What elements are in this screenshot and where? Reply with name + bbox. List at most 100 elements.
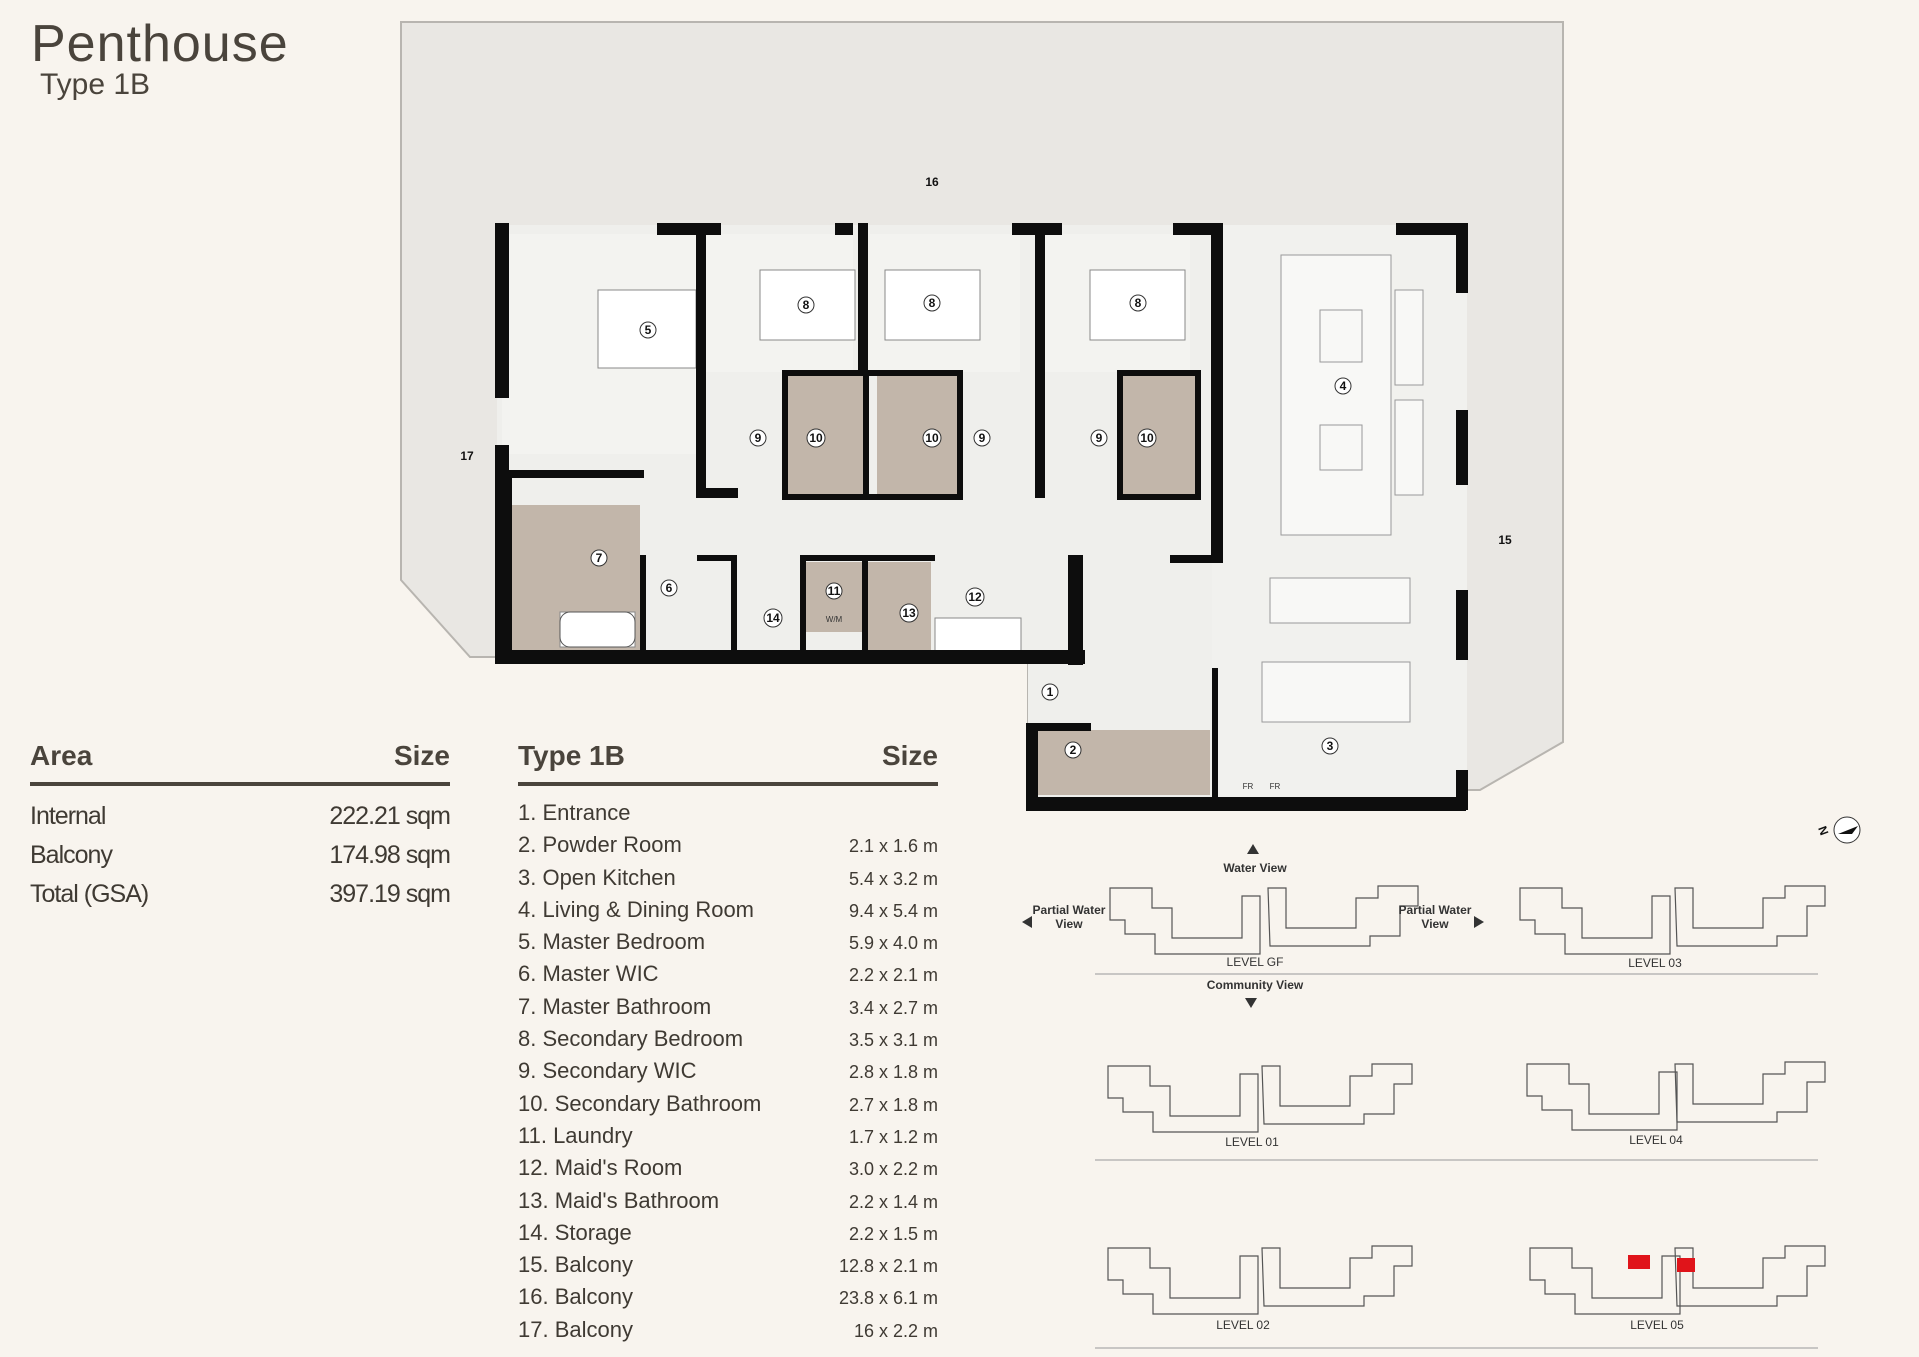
room-size: 3.0 x 2.2 m (848, 1159, 938, 1180)
room-size: 2.2 x 1.4 m (848, 1191, 938, 1212)
list-item: 13. Maid's Bathroom 2.2 x 1.4 m (518, 1188, 938, 1220)
community-view-label: Community View (1206, 978, 1304, 992)
level-05-label: LEVEL 05 (1630, 1318, 1684, 1332)
room-size: 9.4 x 5.4 m (848, 900, 938, 921)
plan-label: 15 (1498, 533, 1512, 547)
list-item: 14. Storage 2.2 x 1.5 m (518, 1220, 938, 1252)
room-name: 11. Laundry (518, 1122, 633, 1148)
room-size: 2.2 x 1.5 m (848, 1223, 938, 1244)
plan-label: 8 (1135, 296, 1142, 310)
plan-label: 9 (979, 431, 986, 445)
plan-label: 11 (828, 584, 841, 598)
room-name: 7. Master Bathroom (518, 993, 712, 1019)
area-header-label: Area (30, 740, 93, 771)
list-item: 17. Balcony 16 x 2.2 m (518, 1317, 938, 1349)
plan-label: 6 (666, 581, 673, 595)
room-size: 23.8 x 6.1 m (838, 1288, 938, 1309)
level-04-label: LEVEL 04 (1629, 1133, 1683, 1147)
room-name: 3. Open Kitchen (518, 864, 676, 890)
plan-label: 8 (803, 298, 810, 312)
fridge-label: FR (1243, 782, 1254, 791)
plan-label: 8 (929, 296, 936, 310)
list-item: 7. Master Bathroom 3.4 x 2.7 m (518, 994, 938, 1026)
table-row: Total (GSA) 397.19 sqm (30, 880, 451, 919)
plan-label: 9 (755, 431, 762, 445)
list-item: 9. Secondary WIC 2.8 x 1.8 m (518, 1058, 938, 1090)
row-label: Total (GSA) (30, 880, 149, 908)
list-item: 5. Master Bedroom 5.9 x 4.0 m (518, 929, 938, 961)
room-size-table: Type 1B Size 1. Entrance 2. Powder Room 2… (518, 740, 938, 1349)
list-item: 8. Secondary Bedroom 3.5 x 3.1 m (518, 1026, 938, 1058)
room-name: 8. Secondary Bedroom (518, 1026, 744, 1052)
room-name: 14. Storage (518, 1219, 632, 1245)
room-name: 2. Powder Room (518, 832, 682, 858)
water-view-label: Water View (1223, 861, 1287, 875)
room-name: 6. Master WIC (518, 961, 659, 987)
list-item: 4. Living & Dining Room 9.4 x 5.4 m (518, 897, 938, 929)
plan-label: 2 (1070, 743, 1077, 757)
plan-label: 7 (596, 551, 603, 565)
room-size: 2.7 x 1.8 m (848, 1094, 938, 1115)
partial-water-view-right-label: Partial Water View (1398, 903, 1472, 931)
north-label: N (1815, 824, 1831, 837)
plan-label: 9 (1096, 431, 1103, 445)
room-size: 3.4 x 2.7 m (848, 997, 938, 1018)
bathroom-10c (1121, 372, 1195, 495)
row-value: 222.21 sqm (329, 802, 451, 830)
level-02-label: LEVEL 02 (1216, 1318, 1270, 1332)
table-row: Balcony 174.98 sqm (30, 841, 451, 880)
plan-label: 16 (925, 175, 939, 189)
room-name: 12. Maid's Room (518, 1155, 683, 1181)
room-name: 10. Secondary Bathroom (518, 1090, 762, 1116)
partial-water-view-left-label: Partial Water View (1032, 903, 1106, 931)
size-header-label: Size (881, 740, 938, 771)
room-size: 3.5 x 3.1 m (848, 1030, 938, 1051)
maid-bath-13 (866, 562, 931, 652)
highlight-unit (1628, 1255, 1650, 1269)
fridge-label: FR (1270, 782, 1281, 791)
room-size: 2.8 x 1.8 m (848, 1062, 938, 1083)
list-item: 10. Secondary Bathroom 2.7 x 1.8 m (518, 1091, 938, 1123)
room-name: 17. Balcony (518, 1316, 633, 1342)
plan-label: 5 (645, 323, 652, 337)
room-name: 9. Secondary WIC (518, 1058, 697, 1084)
area-table: Area Size Internal 222.21 sqm Balcony 174.… (30, 740, 451, 919)
row-value: 397.19 sqm (329, 880, 451, 908)
plan-label: 14 (766, 611, 780, 625)
row-label: Balcony (30, 841, 113, 869)
area-table-header: Area Size (30, 740, 450, 786)
room-size: 1.7 x 1.2 m (848, 1126, 938, 1147)
room-name: 1. Entrance (518, 800, 631, 825)
table-row: Internal 222.21 sqm (30, 802, 451, 841)
room-size: 2.1 x 1.6 m (848, 836, 938, 857)
plan-label: 13 (902, 606, 916, 620)
level-gf-label: LEVEL GF (1226, 955, 1284, 969)
type-header-label: Type 1B (518, 740, 625, 771)
powder-room-2 (1035, 730, 1210, 795)
plan-label: 12 (968, 590, 982, 604)
bathroom-10b (877, 372, 959, 495)
room-size: 16 x 2.2 m (853, 1320, 938, 1341)
plan-label: 3 (1327, 739, 1334, 753)
highlight-unit (1677, 1258, 1695, 1272)
level-03-label: LEVEL 03 (1628, 956, 1682, 970)
page-title: Penthouse (31, 15, 289, 73)
room-name: 4. Living & Dining Room (518, 896, 755, 922)
row-value: 174.98 sqm (329, 841, 451, 869)
level-01-label: LEVEL 01 (1225, 1135, 1279, 1149)
plan-label: 10 (925, 431, 939, 445)
room-name: 5. Master Bedroom (518, 929, 706, 955)
list-item: 12. Maid's Room 3.0 x 2.2 m (518, 1155, 938, 1187)
room-size: 5.9 x 4.0 m (848, 933, 938, 954)
plan-label: 10 (1140, 431, 1154, 445)
plan-label: 10 (809, 431, 823, 445)
room-name: 13. Maid's Bathroom (518, 1187, 720, 1213)
row-label: Internal (30, 802, 106, 830)
list-item: 11. Laundry 1.7 x 1.2 m (518, 1123, 938, 1155)
plan-label: 1 (1047, 685, 1054, 699)
